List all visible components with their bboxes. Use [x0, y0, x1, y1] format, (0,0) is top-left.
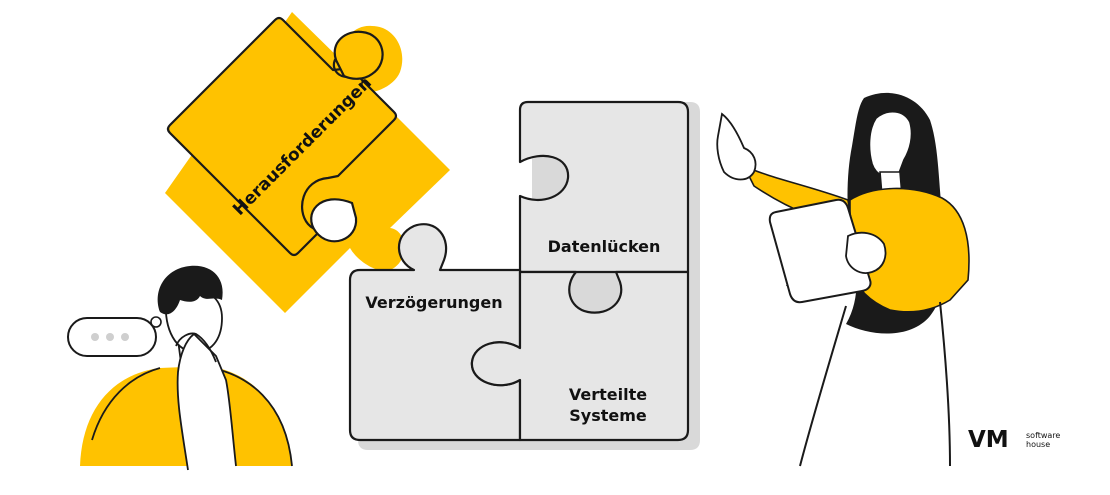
challenges-piece-tab — [333, 30, 384, 80]
challenges-puzzle-piece: Herausforderungen — [165, 12, 450, 313]
woman-torso — [849, 187, 970, 313]
woman-tablet-hand — [845, 231, 887, 274]
tablet — [768, 198, 872, 304]
challenges-piece-notch — [310, 198, 358, 243]
data-gaps-label: Datenlücken — [548, 237, 661, 256]
woman-legs — [799, 301, 951, 467]
thinking-man-figure — [67, 265, 293, 471]
bubble-dot-2 — [106, 333, 114, 341]
woman-figure — [716, 92, 970, 467]
logo-mark: VM — [968, 427, 1009, 453]
bubble-dot-3 — [121, 333, 129, 341]
woman-pointing-hand — [716, 112, 757, 181]
woman-face — [868, 110, 913, 179]
bubble-dot-1 — [91, 333, 99, 341]
data-gaps-piece — [518, 100, 690, 274]
man-arm — [176, 332, 237, 471]
challenges-piece-body — [166, 16, 398, 257]
vm-software-house-logo: VM software house — [968, 427, 1060, 453]
distributed-label-line1: Verteilte — [569, 385, 647, 404]
bubble-tail — [150, 316, 162, 328]
man-hand — [175, 332, 217, 363]
logo-sub-house: house — [1026, 440, 1050, 449]
delays-label: Verzögerungen — [365, 293, 502, 312]
man-hair — [157, 265, 223, 315]
logo-sub-software: software — [1026, 431, 1060, 440]
distributed-piece — [470, 270, 690, 442]
gray-puzzle-block: Datenlücken Verzögerungen Verteilte Syst… — [348, 100, 700, 450]
distributed-label-line2: Systeme — [569, 406, 647, 425]
